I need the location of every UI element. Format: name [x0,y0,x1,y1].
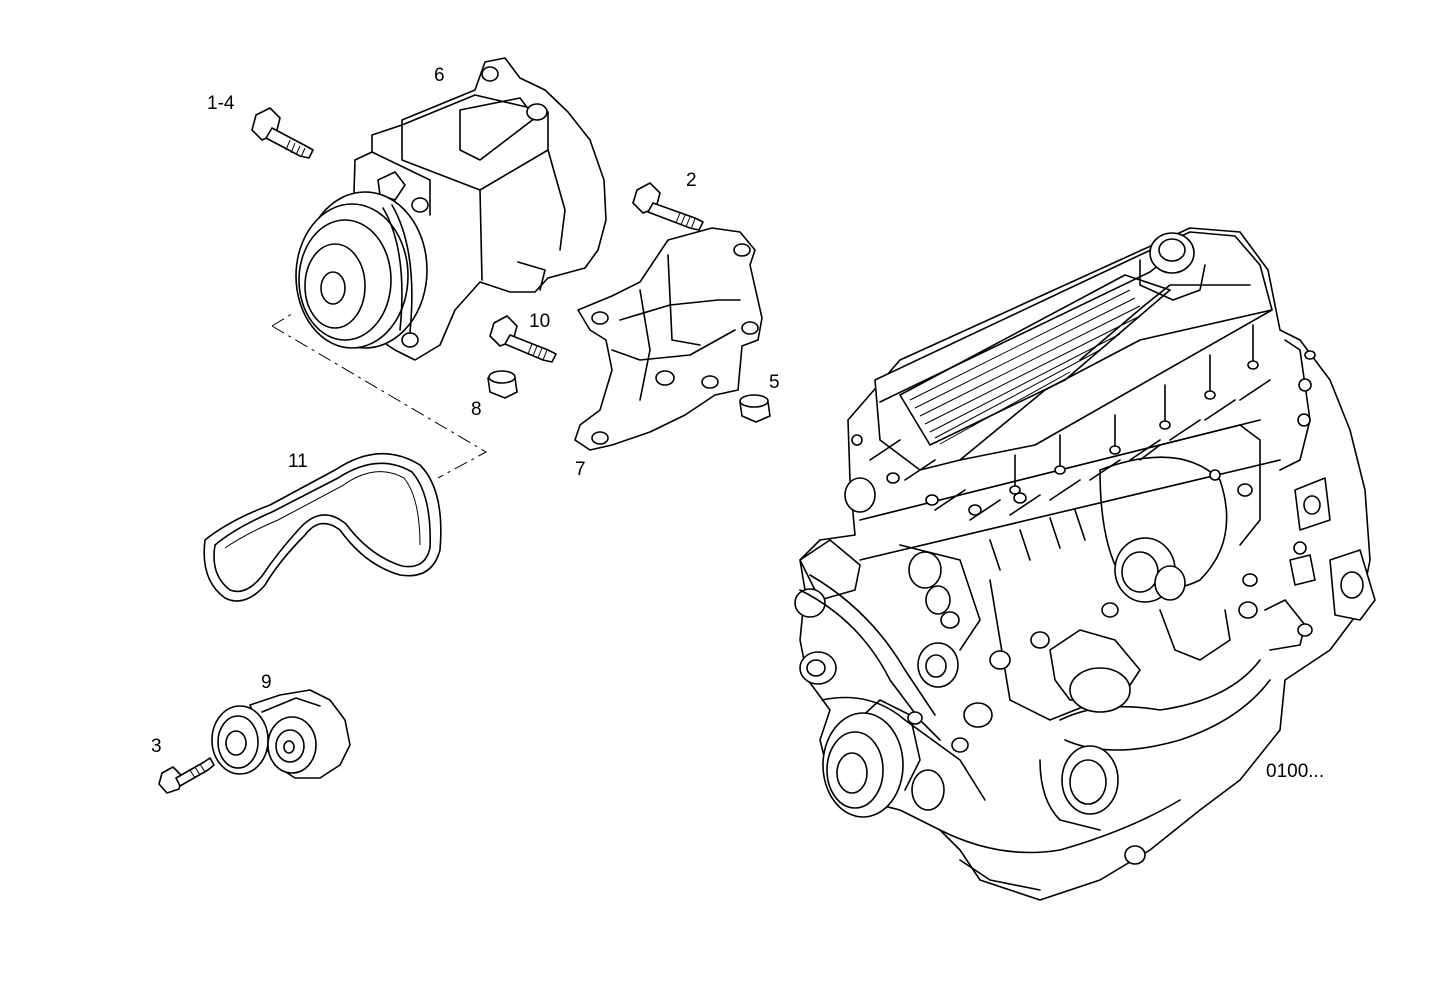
engine-assembly [794,227,1376,901]
spacer-8 [487,370,518,399]
poly-v-belt-11 [203,452,442,602]
bolt-2 [632,182,704,231]
callout-3: 3 [151,736,162,757]
callout-9: 9 [261,672,272,693]
callout-7: 7 [575,459,586,480]
spacer-5 [739,394,771,423]
compressor-bracket-7 [574,227,763,451]
callout-1-4: 1-4 [207,93,235,114]
bolt-10 [489,315,557,363]
callout-11: 11 [288,451,308,472]
callout-2: 2 [686,170,697,191]
callout-5: 5 [769,372,780,393]
callout-10: 10 [529,311,551,332]
callout-6: 6 [434,65,445,86]
ac-compressor [295,57,607,361]
bolt-3 [158,757,215,794]
reference-code: 0100... [1266,761,1325,782]
belt-tensioner-9 [211,689,351,779]
bolt-1-4 [251,107,314,159]
callout-8: 8 [471,399,482,420]
